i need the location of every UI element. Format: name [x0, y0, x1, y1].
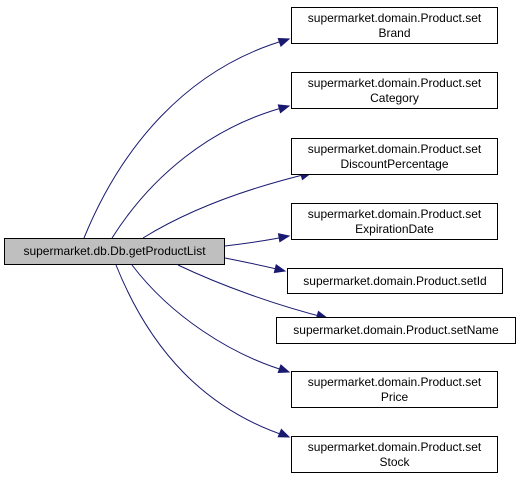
node-label-line1: supermarket.domain.Product.setName	[293, 323, 499, 337]
node-label-line1: supermarket.domain.Product.set	[307, 206, 482, 221]
node-label-line2: ExpirationDate	[355, 221, 434, 236]
edge-line-0	[83, 38, 290, 239]
node-label-line2: Stock	[379, 454, 410, 469]
edge-arrowhead-7	[277, 428, 291, 438]
edge-arrowhead-6	[277, 364, 291, 374]
node-label-line1: supermarket.domain.Product.set	[307, 75, 482, 90]
node-set-name[interactable]: supermarket.domain.Product.setName	[276, 317, 516, 344]
edge-arrowhead-4	[273, 263, 287, 274]
node-label-line1: supermarket.domain.Product.set	[307, 374, 482, 389]
node-set-category[interactable]: supermarket.domain.Product.set Category	[291, 72, 498, 109]
node-set-price[interactable]: supermarket.domain.Product.set Price	[291, 371, 498, 408]
node-set-id[interactable]: supermarket.domain.Product.setId	[287, 268, 503, 294]
node-label-line2: Price	[380, 389, 409, 404]
node-label-line2: Category	[370, 90, 419, 105]
edge-line-2	[142, 172, 312, 239]
node-label: supermarket.db.Db.getProductList	[23, 244, 206, 258]
edge-arrowhead-1	[277, 104, 291, 114]
edge-arrowhead-0	[277, 38, 291, 47]
edge-line-1	[111, 105, 290, 239]
edge-line-7	[115, 264, 290, 438]
node-label-line2: DiscountPercentage	[340, 156, 449, 171]
node-label-line1: supermarket.domain.Product.set	[307, 10, 482, 25]
node-set-stock[interactable]: supermarket.domain.Product.set Stock	[291, 436, 498, 473]
node-label-line1: supermarket.domain.Product.set	[307, 439, 482, 454]
node-get-product-list: supermarket.db.Db.getProductList	[4, 238, 225, 265]
edge-arrowhead-3	[277, 233, 291, 243]
node-label-line2: Brand	[378, 25, 411, 40]
node-label-line1: supermarket.domain.Product.setId	[303, 273, 487, 288]
node-set-expiration-date[interactable]: supermarket.domain.Product.set Expiratio…	[291, 203, 498, 240]
node-set-brand[interactable]: supermarket.domain.Product.set Brand	[291, 7, 498, 44]
edge-line-6	[131, 264, 290, 373]
node-set-discount-percentage[interactable]: supermarket.domain.Product.set DiscountP…	[291, 138, 498, 175]
edge-line-5	[177, 264, 328, 319]
node-label-line1: supermarket.domain.Product.set	[307, 141, 482, 156]
